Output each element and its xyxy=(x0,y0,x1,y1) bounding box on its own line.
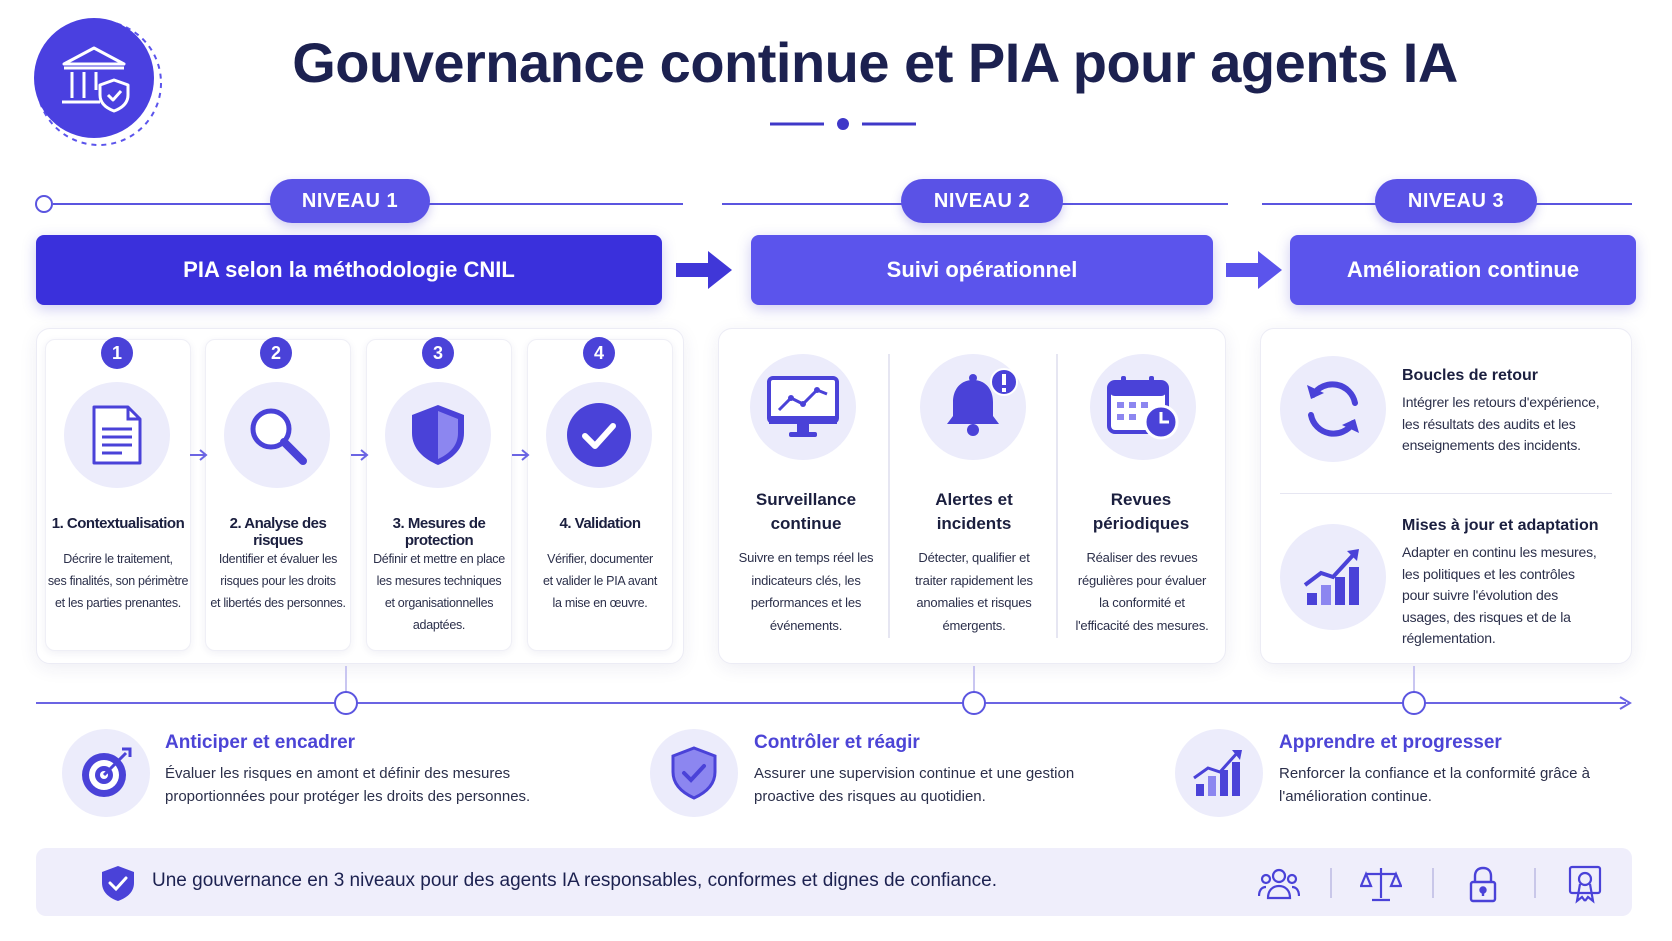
arrow-right-icon xyxy=(676,251,732,289)
lock-icon xyxy=(1469,866,1497,903)
item-description: Adapter en continu les mesures,les polit… xyxy=(1402,544,1597,646)
step-number-badge: 3 xyxy=(422,337,454,369)
step-title: 2. Analyse des risques xyxy=(229,515,327,549)
bottom-timeline xyxy=(36,702,1626,704)
check-circle-icon xyxy=(546,382,652,488)
arrow-right-icon xyxy=(512,449,530,461)
timeline-start-dot xyxy=(35,195,53,213)
step-title: 3. Mesures de protection xyxy=(392,515,486,549)
step-number-badge: 1 xyxy=(101,337,133,369)
step-title: 4. Validation xyxy=(559,515,641,532)
column-divider xyxy=(888,354,890,638)
item-title: Boucles de retour xyxy=(1402,367,1539,384)
document-icon xyxy=(64,382,170,488)
arrow-head-icon xyxy=(1619,696,1632,710)
arrow-right-icon xyxy=(351,449,369,461)
column-divider xyxy=(1056,354,1058,638)
item-title: Mises à jour et adaptation xyxy=(1402,517,1599,534)
outcome-description: Renforcer la confiance et la conformité … xyxy=(1279,765,1590,805)
arrow-right-icon xyxy=(190,449,208,461)
shield-check-icon xyxy=(102,866,134,901)
scale-icon xyxy=(1360,868,1402,902)
timeline-node xyxy=(334,691,358,715)
icon-separator xyxy=(1330,868,1332,898)
page-title: Gouvernance continue et PIA pour agents … xyxy=(292,31,1458,94)
outcome-description: Évaluer les risques en amont et définir … xyxy=(165,765,531,805)
level-2-banner: Suivi opérationnel xyxy=(751,235,1213,305)
feedback-loop-icon xyxy=(1280,356,1386,462)
shield-check-icon xyxy=(650,729,738,817)
row-divider xyxy=(1280,493,1612,494)
timeline-node xyxy=(962,691,986,715)
footer-banner xyxy=(36,848,1632,916)
step-description: Décrire le traitement,ses finalités, son… xyxy=(47,552,189,610)
outcome-title: Apprendre et progresser xyxy=(1279,732,1502,753)
timeline-stem xyxy=(973,666,975,692)
level-1-pill: NIVEAU 1 xyxy=(270,179,430,223)
outcome-description: Assurer une supervision continue et une … xyxy=(754,765,1075,805)
people-icon xyxy=(1258,868,1300,900)
bar-growth-icon xyxy=(1175,729,1263,817)
title-divider xyxy=(770,118,916,130)
arrow-right-icon xyxy=(1226,251,1282,289)
timeline-stem xyxy=(345,666,347,692)
icon-separator xyxy=(1534,868,1536,898)
bell-alert-icon xyxy=(920,354,1026,460)
icon-separator xyxy=(1432,868,1434,898)
monitor-chart-icon xyxy=(750,354,856,460)
calendar-clock-icon xyxy=(1090,354,1196,460)
level-3-banner: Amélioration continue xyxy=(1290,235,1636,305)
footer-text: Une gouvernance en 3 niveaux pour des ag… xyxy=(152,870,997,891)
level-1-banner: PIA selon la méthodologie CNIL xyxy=(36,235,662,305)
shield-icon xyxy=(385,382,491,488)
timeline-stem xyxy=(1413,666,1415,692)
step-number-badge: 4 xyxy=(583,337,615,369)
certificate-icon xyxy=(1568,865,1602,904)
outcome-title: Contrôler et réagir xyxy=(754,732,920,753)
step-title: 1. Contextualisation xyxy=(51,515,185,532)
step-number-badge: 2 xyxy=(260,337,292,369)
outcome-title: Anticiper et encadrer xyxy=(165,732,356,753)
item-description: Intégrer les retours d'expérience,les ré… xyxy=(1402,394,1600,453)
target-icon xyxy=(62,729,150,817)
logo-bank-shield-icon xyxy=(34,18,164,148)
growth-chart-icon xyxy=(1280,524,1386,630)
level-2-pill: NIVEAU 2 xyxy=(901,179,1063,223)
magnifier-icon xyxy=(224,382,330,488)
timeline-node xyxy=(1402,691,1426,715)
level-3-pill: NIVEAU 3 xyxy=(1375,179,1537,223)
